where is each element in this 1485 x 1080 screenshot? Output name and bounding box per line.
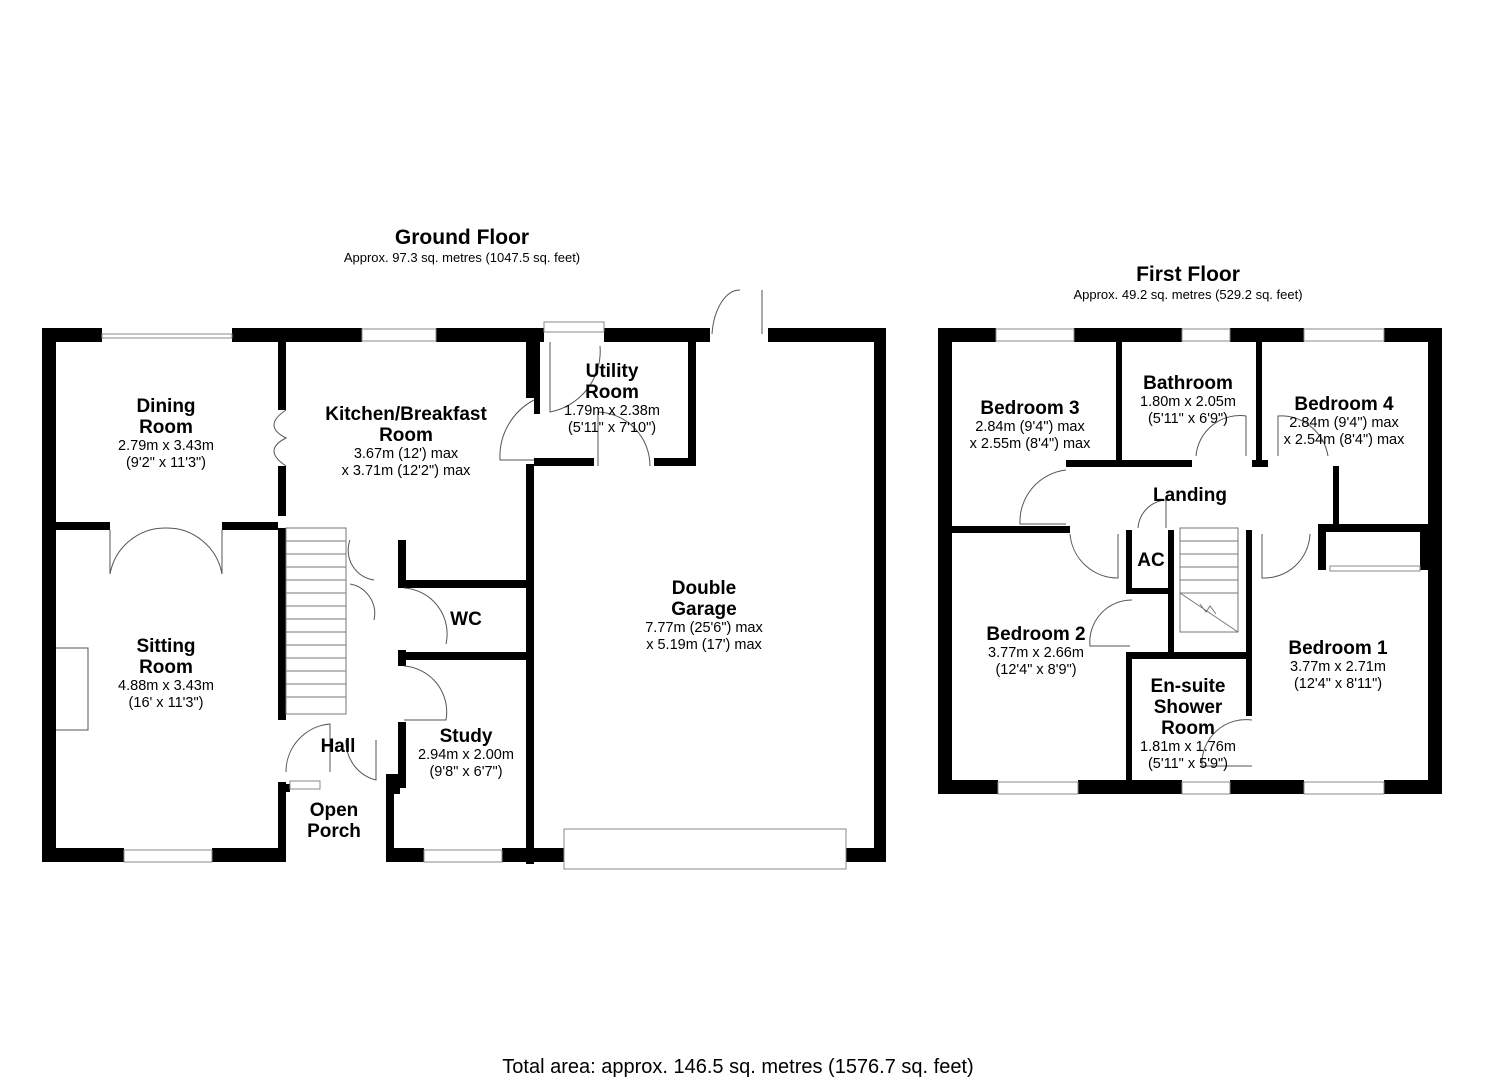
svg-text:Garage: Garage: [671, 599, 736, 620]
svg-text:Bathroom: Bathroom: [1143, 373, 1233, 394]
room-porch: Open Porch: [307, 800, 361, 842]
svg-text:(16' x 11'3"): (16' x 11'3"): [129, 695, 204, 711]
svg-text:Room: Room: [139, 657, 193, 678]
svg-text:2.84m (9'4") max: 2.84m (9'4") max: [1289, 415, 1399, 431]
svg-text:Open: Open: [310, 800, 359, 821]
svg-text:3.77m x 2.71m: 3.77m x 2.71m: [1290, 659, 1386, 675]
room-dining: Dining Room 2.79m x 3.43m (9'2" x 11'3"): [118, 396, 214, 471]
first-floor-title: First Floor: [1136, 263, 1240, 286]
first-floor-plan: First Floor Approx. 49.2 sq. metres (529…: [938, 263, 1442, 795]
svg-text:Room: Room: [139, 417, 193, 438]
svg-text:x 3.71m (12'2") max: x 3.71m (12'2") max: [342, 463, 472, 479]
svg-text:(5'11" x 7'10"): (5'11" x 7'10"): [568, 420, 656, 436]
room-bedroom3: Bedroom 3 2.84m (9'4") max x 2.55m (8'4"…: [970, 398, 1091, 452]
svg-text:WC: WC: [450, 609, 482, 630]
ground-floor-stairs: [285, 527, 347, 715]
svg-text:x 5.19m (17') max: x 5.19m (17') max: [646, 637, 762, 653]
svg-text:1.80m x 2.05m: 1.80m x 2.05m: [1140, 394, 1236, 410]
room-utility: Utility Room 1.79m x 2.38m (5'11" x 7'10…: [564, 361, 660, 436]
garage-door: [563, 828, 847, 870]
room-ac: AC: [1137, 550, 1165, 571]
svg-text:Landing: Landing: [1153, 485, 1227, 506]
total-area: Total area: approx. 146.5 sq. metres (15…: [502, 1056, 973, 1078]
fireplace-outline: [56, 647, 89, 731]
svg-text:3.67m (12') max: 3.67m (12') max: [354, 446, 459, 462]
first-floor-area: Approx. 49.2 sq. metres (529.2 sq. feet): [1073, 287, 1302, 302]
svg-text:Hall: Hall: [321, 736, 356, 757]
room-bedroom4: Bedroom 4 2.84m (9'4") max x 2.54m (8'4"…: [1284, 394, 1405, 448]
room-sitting: Sitting Room 4.88m x 3.43m (16' x 11'3"): [118, 636, 214, 711]
first-floor-doors: [1019, 415, 1329, 767]
first-floor-windows: [995, 328, 1421, 795]
room-wc: WC: [450, 609, 482, 630]
svg-text:x 2.54m (8'4") max: x 2.54m (8'4") max: [1284, 432, 1405, 448]
room-study: Study 2.94m x 2.00m (9'8" x 6'7"): [418, 726, 514, 780]
svg-text:(9'2" x 11'3"): (9'2" x 11'3"): [126, 455, 206, 471]
svg-text:Room: Room: [585, 382, 639, 403]
svg-text:x 2.55m (8'4") max: x 2.55m (8'4") max: [970, 436, 1091, 452]
ground-floor-doors: [56, 289, 763, 781]
ground-floor-plan: Ground Floor Approx. 97.3 sq. metres (10…: [42, 226, 886, 870]
svg-text:1.81m x 1.76m: 1.81m x 1.76m: [1140, 739, 1236, 755]
svg-text:(5'11" x 6'9"): (5'11" x 6'9"): [1148, 411, 1228, 427]
room-bedroom1: Bedroom 1 3.77m x 2.71m (12'4" x 8'11"): [1288, 638, 1388, 692]
svg-text:Bedroom 2: Bedroom 2: [986, 624, 1085, 645]
room-garage: Double Garage 7.77m (25'6") max x 5.19m …: [645, 578, 763, 653]
svg-text:Dining: Dining: [136, 396, 195, 417]
ground-floor-area: Approx. 97.3 sq. metres (1047.5 sq. feet…: [344, 250, 580, 265]
first-floor-walls: [938, 328, 1442, 794]
room-landing: Landing: [1153, 485, 1227, 506]
svg-text:AC: AC: [1137, 550, 1165, 571]
svg-text:En-suite: En-suite: [1151, 676, 1226, 697]
svg-text:Bedroom 4: Bedroom 4: [1294, 394, 1394, 415]
svg-text:2.84m (9'4") max: 2.84m (9'4") max: [975, 419, 1085, 435]
room-bathroom: Bathroom 1.80m x 2.05m (5'11" x 6'9"): [1140, 373, 1236, 427]
room-ensuite: En-suite Shower Room 1.81m x 1.76m (5'11…: [1140, 676, 1236, 772]
svg-text:3.77m x 2.66m: 3.77m x 2.66m: [988, 645, 1084, 661]
svg-text:(12'4" x 8'9"): (12'4" x 8'9"): [995, 662, 1076, 678]
svg-text:(5'11" x 5'9"): (5'11" x 5'9"): [1148, 756, 1228, 772]
svg-text:Bedroom 1: Bedroom 1: [1288, 638, 1388, 659]
svg-text:Room: Room: [379, 425, 433, 446]
ground-floor-windows: [101, 321, 847, 870]
svg-text:Kitchen/Breakfast: Kitchen/Breakfast: [325, 404, 487, 425]
svg-text:2.94m x 2.00m: 2.94m x 2.00m: [418, 747, 514, 763]
svg-text:Room: Room: [1161, 718, 1215, 739]
ground-floor-walls: [42, 328, 886, 864]
svg-text:Shower: Shower: [1154, 697, 1223, 718]
svg-text:Double: Double: [672, 578, 736, 599]
svg-text:7.77m (25'6") max: 7.77m (25'6") max: [645, 620, 763, 636]
svg-text:4.88m x 3.43m: 4.88m x 3.43m: [118, 678, 214, 694]
svg-text:Utility: Utility: [586, 361, 639, 382]
ground-floor-title: Ground Floor: [395, 226, 529, 249]
svg-text:Bedroom 3: Bedroom 3: [980, 398, 1079, 419]
svg-text:1.79m x 2.38m: 1.79m x 2.38m: [564, 403, 660, 419]
svg-text:Study: Study: [440, 726, 493, 747]
svg-text:(9'8" x 6'7"): (9'8" x 6'7"): [429, 764, 502, 780]
svg-text:Porch: Porch: [307, 821, 361, 842]
room-kitchen: Kitchen/Breakfast Room 3.67m (12') max x…: [325, 404, 487, 479]
svg-text:Sitting: Sitting: [136, 636, 195, 657]
room-bedroom2: Bedroom 2 3.77m x 2.66m (12'4" x 8'9"): [986, 624, 1085, 678]
svg-text:(12'4" x 8'11"): (12'4" x 8'11"): [1294, 676, 1382, 692]
first-floor-stairs: [1179, 527, 1239, 633]
room-hall: Hall: [321, 736, 356, 757]
svg-text:2.79m x 3.43m: 2.79m x 3.43m: [118, 438, 214, 454]
